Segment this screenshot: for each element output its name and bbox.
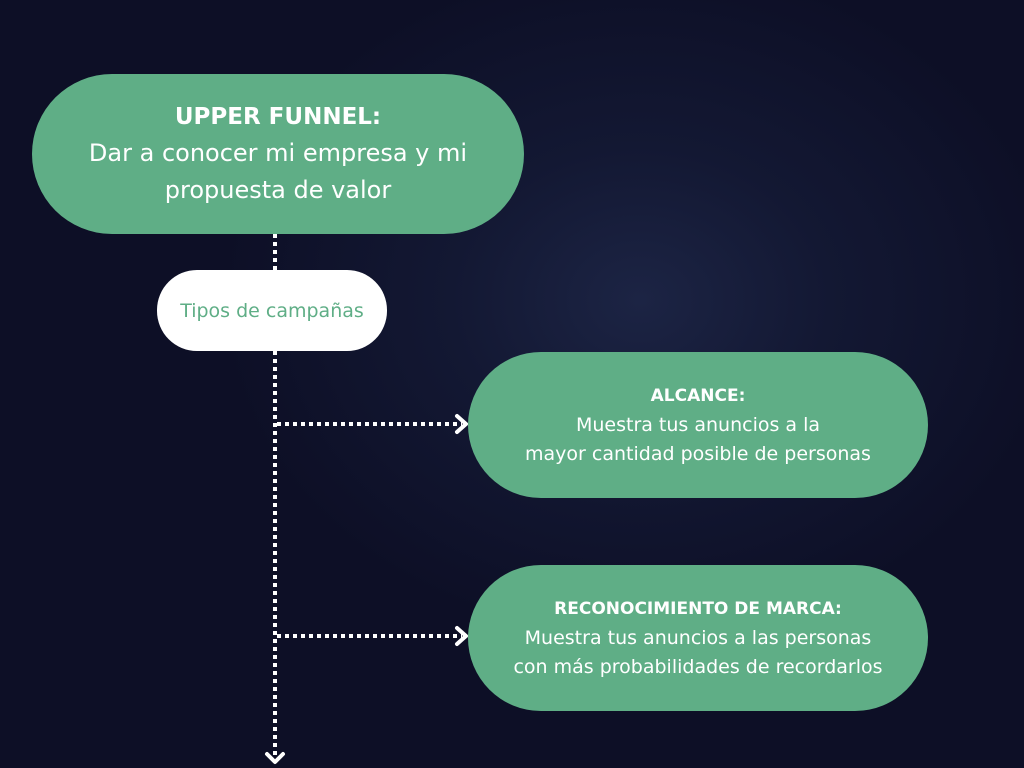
alcance-description: Muestra tus anuncios a la mayor cantidad… bbox=[525, 414, 871, 465]
campaign-types-label: Tipos de campañas bbox=[157, 270, 387, 351]
arrowhead-reconocimiento bbox=[455, 626, 468, 646]
arrowhead-down bbox=[265, 752, 285, 764]
alcance-title: ALCANCE: bbox=[650, 386, 746, 406]
arrowhead-alcance bbox=[455, 414, 468, 434]
upper-funnel-title: UPPER FUNNEL: bbox=[174, 104, 382, 130]
upper-funnel-description: Dar a conocer mi empresa y mi propuesta … bbox=[88, 139, 468, 204]
reconocimiento-node: RECONOCIMIENTO DE MARCA: Muestra tus anu… bbox=[468, 565, 928, 711]
alcance-node: ALCANCE: Muestra tus anuncios a la mayor… bbox=[468, 352, 928, 498]
reconocimiento-title: RECONOCIMIENTO DE MARCA: bbox=[554, 599, 842, 619]
upper-funnel-node: UPPER FUNNEL: Dar a conocer mi empresa y… bbox=[32, 74, 524, 234]
reconocimiento-description: Muestra tus anuncios a las personas con … bbox=[513, 627, 883, 678]
